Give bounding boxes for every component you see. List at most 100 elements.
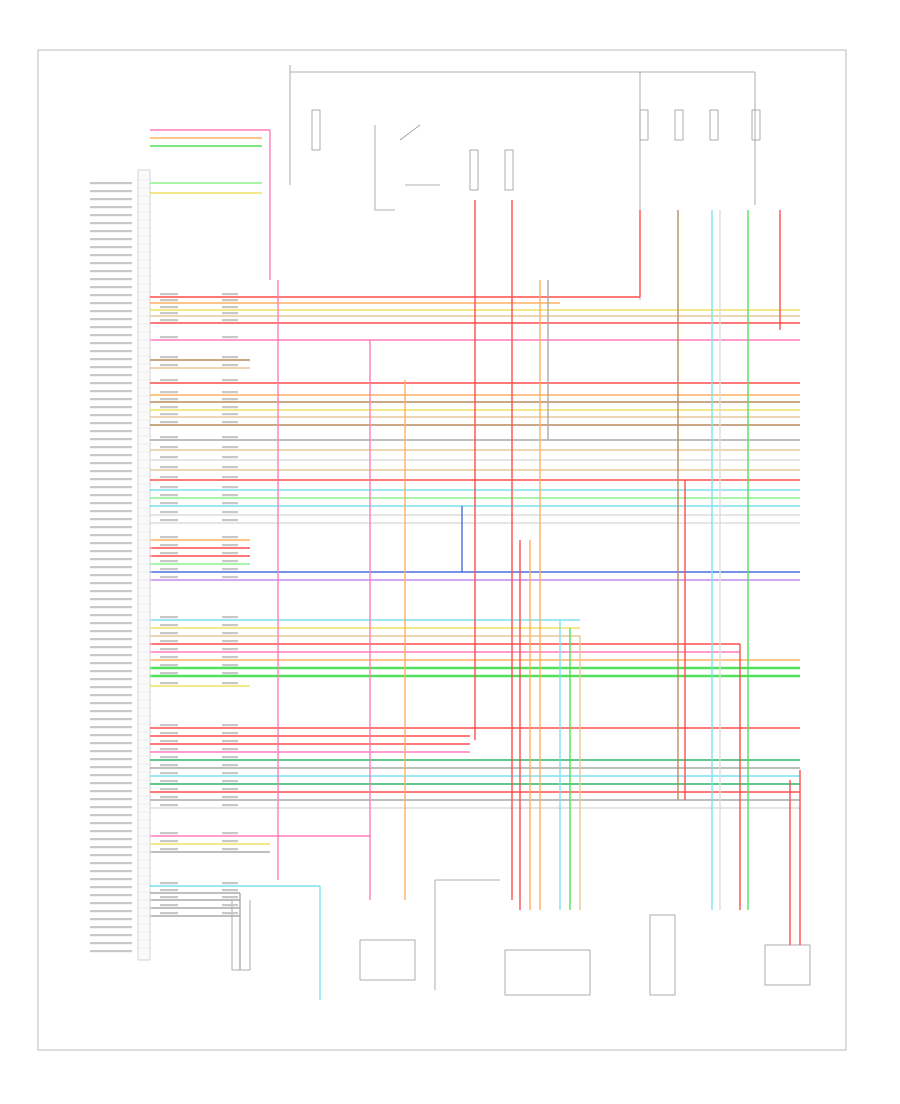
pin-label	[90, 782, 132, 785]
pin-label	[90, 822, 132, 825]
pin-label	[90, 358, 132, 361]
wire-label	[222, 648, 238, 651]
wire-label	[222, 486, 238, 489]
wire-label	[160, 413, 178, 416]
wire-label	[222, 319, 238, 322]
pin-label	[90, 206, 132, 209]
pin-label	[90, 838, 132, 841]
wire-label	[222, 764, 238, 767]
wire-label	[222, 804, 238, 807]
wire-label	[222, 293, 238, 296]
wire-label	[160, 664, 178, 667]
wire-label	[160, 780, 178, 783]
pin-label	[90, 646, 132, 649]
pin-label	[90, 302, 132, 305]
wire-label	[160, 640, 178, 643]
wire-label	[222, 780, 238, 783]
wire-label	[160, 421, 178, 424]
pin-label	[90, 198, 132, 201]
wire-label	[160, 832, 178, 835]
wire-label	[222, 882, 238, 885]
wire-label	[222, 552, 238, 555]
wire-label	[160, 466, 178, 469]
pin-label	[90, 750, 132, 753]
relay-coil	[374, 125, 395, 211]
wire-label	[222, 732, 238, 735]
pin-label	[90, 390, 132, 393]
pin-label	[90, 558, 132, 561]
pin-label	[90, 222, 132, 225]
pin-label	[90, 886, 132, 889]
wire-label	[222, 494, 238, 497]
wire-label	[222, 632, 238, 635]
pin-label	[90, 678, 132, 681]
wire-label	[222, 560, 238, 563]
pin-label	[90, 870, 132, 873]
pin-label	[90, 374, 132, 377]
pin-label	[90, 190, 132, 193]
wire-label	[222, 832, 238, 835]
wire-label	[222, 912, 238, 915]
pin-label	[90, 814, 132, 817]
wire-label	[160, 632, 178, 635]
wire-label	[222, 896, 238, 899]
pin-label	[90, 942, 132, 945]
pin-label	[90, 310, 132, 313]
wire-label	[160, 748, 178, 751]
wire-label	[222, 672, 238, 675]
wire-label	[160, 336, 178, 339]
pin-label	[90, 790, 132, 793]
wire-label	[160, 624, 178, 627]
wire-label	[222, 788, 238, 791]
pin-label	[90, 246, 132, 249]
wire-label	[222, 656, 238, 659]
pin-label	[90, 662, 132, 665]
wire-label	[222, 379, 238, 382]
pin-label	[90, 326, 132, 329]
pin-label	[90, 486, 132, 489]
wire-label	[160, 616, 178, 619]
wire-label	[222, 840, 238, 843]
pin-label	[90, 582, 132, 585]
pin-label	[90, 414, 132, 417]
wire-label	[160, 656, 178, 659]
pin-labels-group	[90, 179, 238, 953]
pin-label	[90, 574, 132, 577]
wire-label	[160, 804, 178, 807]
wire-label	[160, 536, 178, 539]
wire-label	[160, 912, 178, 915]
wire-label	[222, 568, 238, 571]
component-tps	[504, 949, 591, 996]
wire-label	[160, 568, 178, 571]
pin-label	[90, 742, 132, 745]
wire-label	[222, 356, 238, 359]
pin-label	[90, 398, 132, 401]
pin-label	[90, 910, 132, 913]
wire-label	[160, 648, 178, 651]
wire-label	[160, 446, 178, 449]
wires-group	[150, 129, 801, 1000]
wire-label	[222, 796, 238, 799]
wire-label	[222, 616, 238, 619]
wire-label	[222, 624, 238, 627]
pin-label	[90, 726, 132, 729]
wire-label	[222, 904, 238, 907]
pin-label	[90, 798, 132, 801]
component-ho2s	[231, 900, 251, 971]
wire-label	[160, 364, 178, 367]
wire-label	[160, 502, 178, 505]
wire-label	[222, 312, 238, 315]
wire-label	[160, 764, 178, 767]
wire-label	[222, 476, 238, 479]
pin-label	[90, 430, 132, 433]
wire-label	[222, 576, 238, 579]
component-ckp	[649, 914, 676, 996]
wire-label	[222, 466, 238, 469]
wire-label	[222, 421, 238, 424]
pin-label	[90, 902, 132, 905]
fuse-1	[311, 109, 321, 151]
wire-label	[160, 312, 178, 315]
pin-label	[90, 846, 132, 849]
pin-label	[90, 214, 132, 217]
wire-label	[222, 536, 238, 539]
